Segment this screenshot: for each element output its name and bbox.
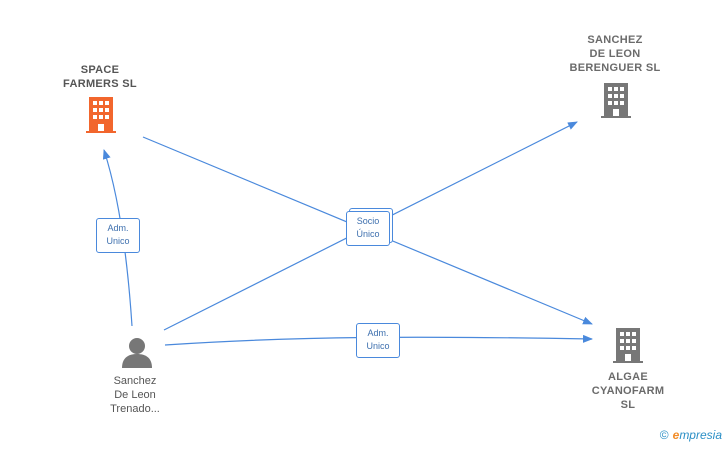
copyright-icon: © bbox=[659, 428, 669, 442]
person-label[interactable]: Sanchez De Leon Trenado... bbox=[110, 375, 160, 415]
building-icon[interactable] bbox=[601, 83, 631, 118]
company-label-algae-cyanofarm[interactable]: ALGAE CYANOFARM SL bbox=[591, 371, 665, 411]
person-icon[interactable] bbox=[122, 338, 152, 368]
building-icon[interactable] bbox=[86, 97, 116, 133]
building-icon[interactable] bbox=[613, 328, 643, 363]
company-label-sanchez-berenguer[interactable]: SANCHEZ DE LEON BERENGUER SL bbox=[569, 34, 661, 74]
edge-label-adm-unico-bottom: Adm. Unico bbox=[356, 323, 400, 358]
company-label-space-farmers[interactable]: SPACE FARMERS SL bbox=[63, 64, 137, 90]
edge-label-adm-unico-left: Adm. Unico bbox=[96, 218, 140, 253]
empresia-logo: ©empresia bbox=[659, 428, 722, 442]
edge-label-socio-unico: Socio Único bbox=[346, 211, 390, 246]
